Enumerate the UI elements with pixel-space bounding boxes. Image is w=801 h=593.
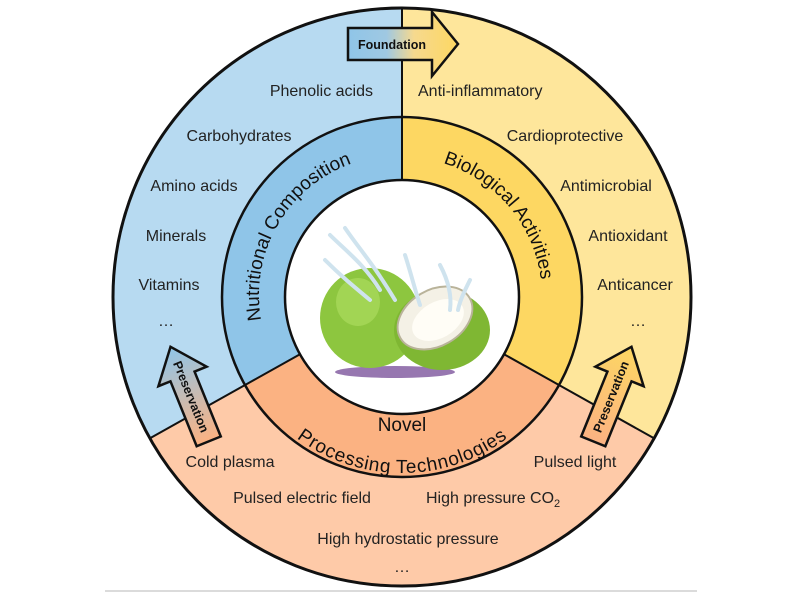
ring-outlines bbox=[111, 6, 693, 588]
list-item: … bbox=[394, 559, 410, 576]
biological-inner-sector bbox=[402, 117, 582, 385]
list-item: Anti-inflammatory bbox=[418, 83, 542, 100]
list-item: High hydrostatic pressure bbox=[317, 531, 499, 548]
list-item: Antimicrobial bbox=[560, 178, 652, 195]
biological-items: Anti-inflammatory Cardioprotective Antim… bbox=[418, 83, 673, 330]
list-item: … bbox=[158, 313, 174, 330]
processing-outer-sector bbox=[149, 385, 655, 587]
nutritional-items: Phenolic acids Carbohydrates Amino acids… bbox=[138, 83, 373, 330]
list-item: Cold plasma bbox=[186, 454, 275, 471]
list-item: Cardioprotective bbox=[507, 128, 624, 145]
svg-text:Foundation: Foundation bbox=[358, 38, 426, 52]
list-item: High pressure CO2 bbox=[426, 490, 560, 510]
processing-items: Cold plasma Pulsed light Pulsed electric… bbox=[186, 454, 617, 576]
biological-outer-sector bbox=[402, 7, 692, 439]
list-item: Anticancer bbox=[597, 277, 673, 294]
list-item: Vitamins bbox=[138, 277, 199, 294]
list-item: Pulsed light bbox=[534, 454, 617, 471]
list-item: Carbohydrates bbox=[187, 128, 292, 145]
foundation-arrow: Foundation bbox=[346, 8, 460, 80]
list-item: Phenolic acids bbox=[270, 83, 373, 100]
coconut-icon bbox=[320, 226, 490, 378]
list-item: Amino acids bbox=[150, 178, 237, 195]
list-item: Minerals bbox=[146, 228, 206, 245]
list-item: Antioxidant bbox=[588, 228, 668, 245]
nutritional-outer-sector bbox=[112, 7, 402, 439]
nutritional-inner-sector bbox=[222, 117, 402, 385]
list-item: … bbox=[630, 313, 646, 330]
list-item: Pulsed electric field bbox=[233, 490, 371, 507]
novel-title: Novel bbox=[378, 415, 427, 436]
